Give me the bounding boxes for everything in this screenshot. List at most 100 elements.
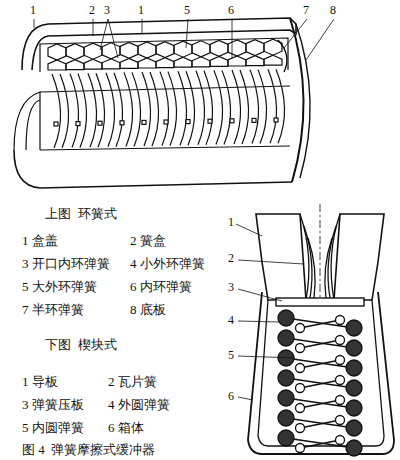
leader-lines	[236, 224, 304, 400]
inner-ring-section	[138, 58, 156, 68]
part-name: 6 箱体	[108, 421, 144, 434]
outer-coil-section	[278, 430, 294, 446]
part-name: 1 盒盖	[22, 234, 58, 247]
rivet	[230, 119, 234, 123]
rivet	[186, 120, 190, 124]
rivet	[274, 118, 278, 122]
inner-coil-section	[336, 376, 345, 385]
ring-edge	[258, 70, 267, 144]
ring-edge	[240, 70, 249, 144]
ring-edge	[60, 74, 69, 148]
ring-edge	[168, 72, 177, 146]
ring-edge	[78, 74, 87, 148]
rivet	[164, 120, 168, 124]
inner-coil-section	[296, 344, 305, 353]
ring-edge	[214, 70, 223, 144]
inner-ring-section	[102, 59, 120, 69]
ring-edge	[52, 74, 61, 148]
rivet	[142, 120, 146, 124]
outer-ring-section	[192, 41, 210, 57]
part-name: 6 内环弹簧	[130, 280, 192, 293]
ring-edge	[232, 70, 241, 144]
ring-edge	[186, 71, 195, 145]
ring-edge	[114, 73, 123, 147]
inner-ring-section	[174, 57, 192, 67]
inner-coil-section	[296, 444, 305, 453]
part-name: 5 大外环弹簧	[22, 280, 97, 293]
rivet	[208, 119, 212, 123]
outer-ring-section	[264, 39, 282, 55]
ring-edge	[204, 71, 213, 145]
callout-number: 1	[30, 4, 36, 16]
outer-ring-section	[210, 40, 228, 56]
callout-number: 6	[228, 4, 234, 16]
inner-coil	[300, 340, 340, 348]
ring-edge	[276, 69, 285, 143]
outer-coil-section	[346, 400, 362, 416]
callout-number: 5	[184, 4, 190, 16]
inner-coil-section	[296, 404, 305, 413]
part-name: 4 外圆弹簧	[108, 398, 170, 411]
outer-coil-section	[278, 390, 294, 406]
ring-edge	[150, 72, 159, 146]
ring-edge	[196, 71, 205, 145]
inner-coil	[300, 380, 340, 388]
rivet	[120, 121, 124, 125]
outer-ring-section	[156, 42, 174, 58]
callout-number: 3	[104, 4, 110, 16]
inner-ring-section	[48, 60, 66, 70]
outer-coil-section	[278, 310, 294, 326]
outer-ring-section	[66, 44, 84, 60]
part-name: 7 半环弹簧	[22, 303, 84, 316]
ring-edge	[160, 72, 169, 146]
leader-lines	[34, 19, 334, 60]
inner-ring-section	[246, 56, 264, 66]
ring-edge	[268, 69, 277, 143]
outer-ring-section	[84, 43, 102, 59]
callout-number: 8	[330, 4, 336, 16]
callout-number: 5	[228, 349, 234, 361]
ring-edge	[222, 70, 231, 144]
inner-coil	[300, 420, 340, 428]
outer-coil-section	[346, 360, 362, 376]
outer-ring-section	[48, 44, 66, 60]
inner-ring-section	[192, 57, 210, 67]
part-name: 下图 楔块式	[45, 338, 117, 351]
ring-edge	[132, 72, 141, 146]
rivet	[98, 121, 102, 125]
inner-coil	[300, 400, 340, 408]
part-name: 2 瓦片簧	[108, 375, 157, 388]
part-name: 8 底板	[130, 303, 166, 316]
inner-coil-section	[336, 436, 345, 445]
outer-coil-section	[346, 340, 362, 356]
inner-coil-section	[336, 316, 345, 325]
outer-coil-section	[278, 330, 294, 346]
outer-ring-section	[228, 40, 246, 56]
outer-ring-section	[246, 40, 264, 56]
inner-coil-section	[336, 416, 345, 425]
inner-coil-section	[296, 364, 305, 373]
part-name: 上图 环簧式	[45, 207, 117, 220]
part-name: 1 导板	[22, 375, 58, 388]
inner-ring-section	[84, 59, 102, 69]
inner-coil-section	[336, 336, 345, 345]
inner-ring-section	[66, 60, 84, 70]
callout-number: 2	[89, 4, 95, 16]
inner-ring-section	[120, 58, 138, 68]
rivet	[76, 122, 80, 126]
ring-edge	[88, 73, 97, 147]
part-name: 2 簧盒	[130, 234, 166, 247]
inner-ring-section	[156, 58, 174, 68]
outer-coil-section	[346, 320, 362, 336]
callout-number: 1	[228, 216, 234, 228]
inner-coil	[300, 320, 340, 328]
outer-coil-section	[278, 370, 294, 386]
outer-ring-section	[120, 42, 138, 58]
ring-spring-buffer	[14, 18, 310, 188]
wedge-buffer	[248, 204, 394, 456]
ring-edge	[142, 72, 151, 146]
outer-coil-section	[278, 410, 294, 426]
part-name: 3 弹簧压板	[22, 398, 84, 411]
part-name: 3 开口内环弹簧	[22, 257, 110, 270]
